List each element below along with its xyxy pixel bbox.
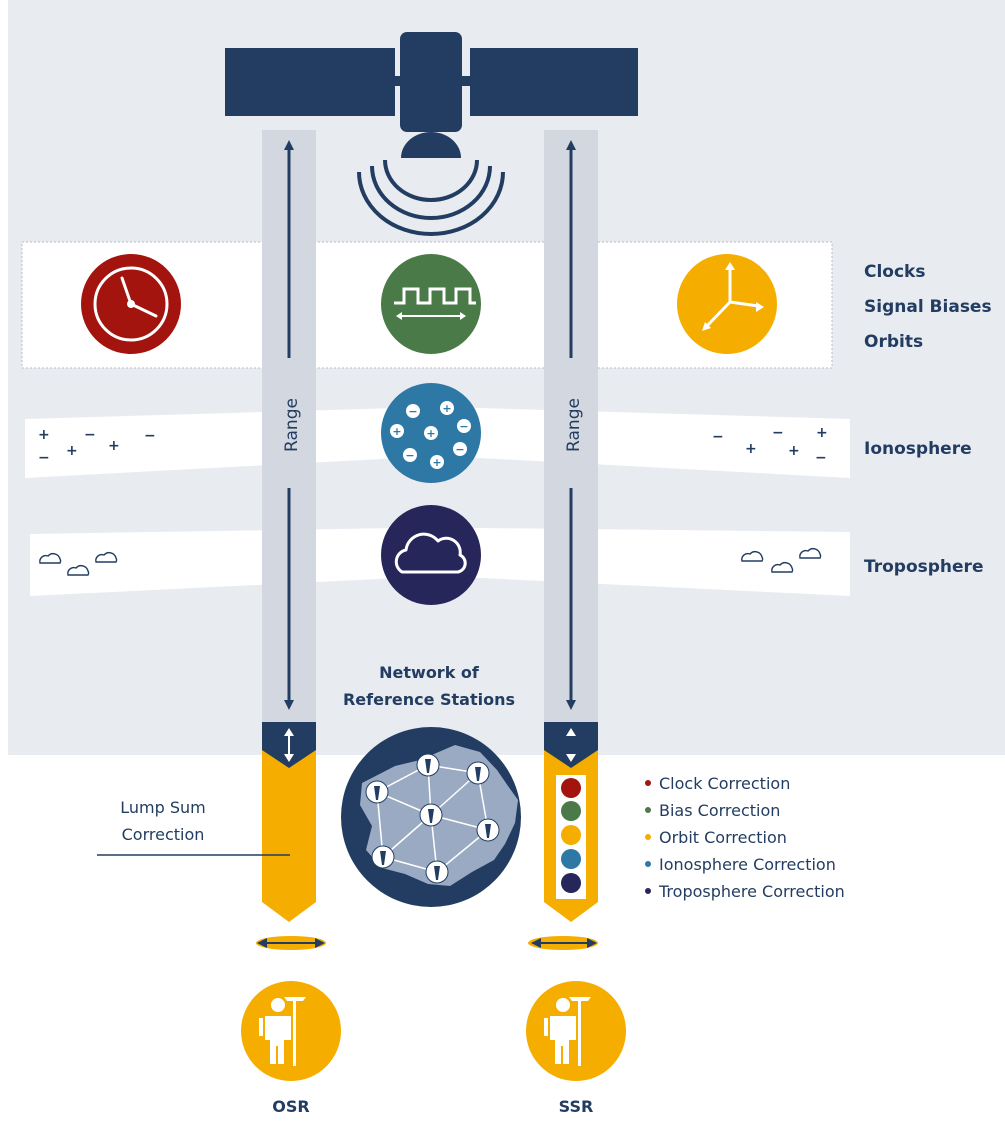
svg-text:−: − <box>815 450 827 466</box>
svg-text:−: − <box>712 429 724 445</box>
label-troposphere: Troposphere <box>864 557 983 577</box>
legend-item-label: Ionosphere Correction <box>659 855 836 874</box>
legend-bullet <box>645 834 651 840</box>
svg-text:−: − <box>772 425 784 441</box>
label-ionosphere: Ionosphere <box>864 439 972 459</box>
svg-text:+: + <box>66 443 78 459</box>
label-clocks: Clocks <box>864 262 925 282</box>
clouds-right <box>741 548 822 573</box>
signal-bias-icon <box>381 254 481 354</box>
legend-item-label: Orbit Correction <box>659 828 787 847</box>
label-signal-biases: Signal Biases <box>864 297 992 317</box>
svg-text:−: − <box>38 450 50 466</box>
svg-text:+: + <box>442 402 451 415</box>
svg-text:−: − <box>405 449 414 462</box>
svg-text:−: − <box>84 427 96 443</box>
svg-text:+: + <box>426 427 435 440</box>
ion-charges-left: +−− −++ <box>38 427 156 466</box>
osr-signal-column <box>256 130 326 950</box>
svg-text:−: − <box>408 405 417 418</box>
legend-item-label: Clock Correction <box>659 774 790 793</box>
svg-text:+: + <box>432 456 441 469</box>
legend-bullet <box>645 807 651 813</box>
orbit-axes-icon <box>677 254 777 354</box>
reference-network-map-icon <box>341 727 521 907</box>
cloud-icon <box>381 505 481 605</box>
label-orbits: Orbits <box>864 332 923 352</box>
ssr-correction-dots <box>561 778 581 893</box>
svg-text:−: − <box>455 443 464 456</box>
network-label-line1: Network of <box>379 663 480 682</box>
svg-text:−: − <box>144 428 156 444</box>
ssr-label: SSR <box>559 1097 594 1116</box>
svg-text:+: + <box>788 443 800 459</box>
clock-icon <box>81 254 181 354</box>
osr-label: OSR <box>272 1097 309 1116</box>
range-label-ssr: Range <box>564 398 584 452</box>
legend-bullet <box>645 861 651 867</box>
ion-charges-icon: −+ ++− −+− <box>381 383 481 483</box>
osr-surveyor-icon <box>241 981 341 1081</box>
ssr-surveyor-icon <box>526 981 626 1081</box>
osr-lump-sum-bar <box>262 722 316 922</box>
satellite-icon <box>225 32 638 236</box>
lump-sum-label-line2: Correction <box>122 825 205 844</box>
sky-background <box>8 0 1005 755</box>
svg-text:−: − <box>459 420 468 433</box>
legend-bullet <box>645 780 651 786</box>
svg-text:+: + <box>392 425 401 438</box>
legend-item-label: Bias Correction <box>659 801 780 820</box>
legend-bullet <box>645 888 651 894</box>
range-label-osr: Range <box>282 398 302 452</box>
legend-item-label: Troposphere Correction <box>658 882 845 901</box>
svg-text:+: + <box>816 425 828 441</box>
ion-charges-right: −−+ ++− <box>712 425 828 466</box>
ssr-signal-column <box>528 130 598 950</box>
svg-text:+: + <box>38 427 50 443</box>
clouds-left <box>39 552 118 576</box>
svg-text:+: + <box>745 441 757 457</box>
lump-sum-label-line1: Lump Sum <box>120 798 205 817</box>
network-label-line2: Reference Stations <box>343 690 515 709</box>
svg-text:+: + <box>108 438 120 454</box>
